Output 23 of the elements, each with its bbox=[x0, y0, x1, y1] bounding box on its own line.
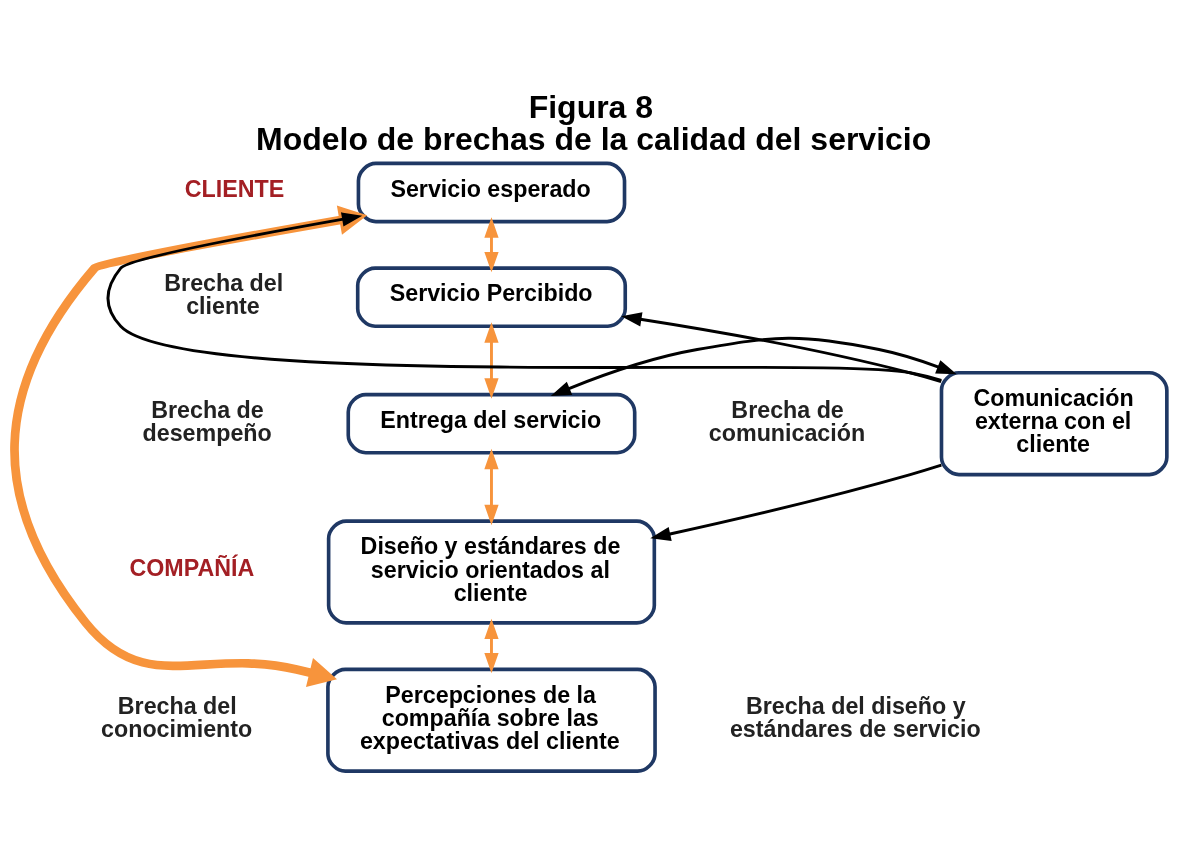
label: Brecha del diseño y estándares de servicio bbox=[729, 693, 981, 743]
label: CLIENTE bbox=[184, 175, 285, 202]
node-box: Percepciones de la compañía sobre las expectativas del cliente bbox=[326, 667, 657, 773]
node-box: Servicio esperado bbox=[356, 161, 627, 224]
node-box: Comunicación externa con el cliente bbox=[939, 370, 1169, 477]
node-box: Servicio Percibido bbox=[355, 266, 628, 329]
arrow bbox=[550, 336, 957, 397]
node-box: Entrega del servicio bbox=[346, 392, 637, 455]
arrow bbox=[621, 312, 942, 383]
arrow bbox=[484, 618, 499, 674]
arrow bbox=[484, 217, 499, 273]
node-box: Diseño y estándares de servicio orientados al cliente bbox=[326, 519, 657, 625]
label: COMPAÑÍA bbox=[129, 555, 255, 582]
arrow bbox=[484, 448, 499, 526]
label: Brecha del cliente bbox=[164, 270, 284, 320]
arrow bbox=[106, 212, 942, 382]
arrow bbox=[484, 322, 499, 399]
diagram-title: Figura 8 bbox=[528, 88, 654, 125]
label: Brecha del conocimiento bbox=[101, 693, 253, 743]
arrow bbox=[650, 463, 942, 541]
label: Brecha de desempeño bbox=[142, 396, 272, 446]
label: Brecha de comunicación bbox=[708, 396, 866, 446]
arrow bbox=[10, 205, 368, 687]
